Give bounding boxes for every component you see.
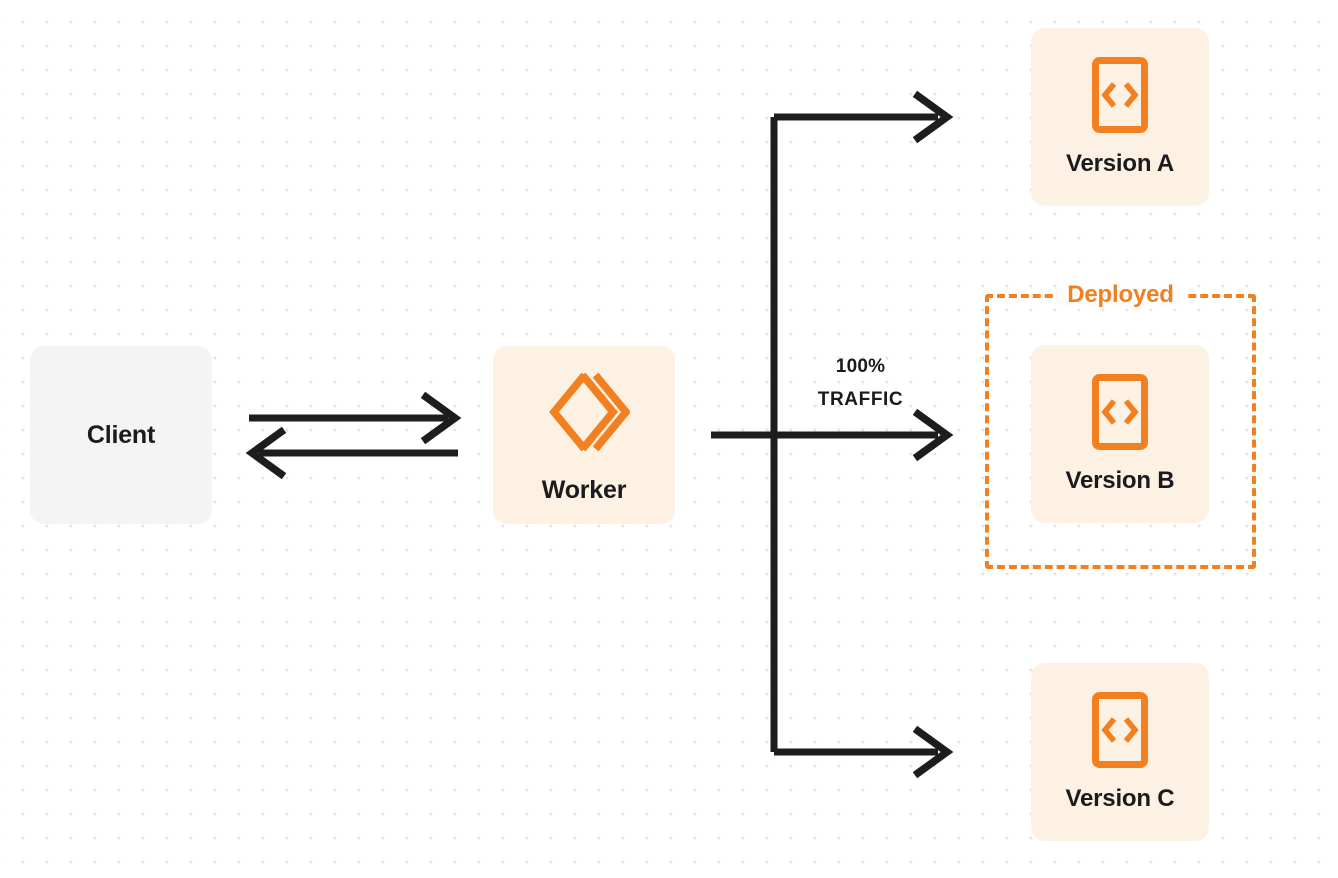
- edge-client-to-worker: [249, 391, 462, 445]
- traffic-percent: 100%: [835, 356, 886, 377]
- node-version-b[interactable]: Version B: [1031, 345, 1209, 523]
- code-document-icon: [1091, 56, 1149, 134]
- node-version-c[interactable]: Version C: [1031, 663, 1209, 841]
- edge-worker-to-client: [245, 426, 458, 480]
- node-client-label: Client: [86, 420, 156, 449]
- traffic-caption: TRAFFIC: [817, 389, 904, 410]
- node-version-b-label: Version B: [1065, 467, 1175, 494]
- node-version-c-label: Version C: [1065, 785, 1175, 812]
- node-worker-label: Worker: [541, 475, 627, 504]
- cloudflare-workers-logo-icon: [538, 366, 631, 458]
- edge-worker-to-version-b: [912, 408, 954, 462]
- code-document-icon: [1091, 373, 1149, 451]
- edge-worker-trunk: [711, 117, 938, 752]
- node-worker[interactable]: Worker: [493, 346, 675, 524]
- code-document-icon: [1091, 691, 1149, 769]
- group-deployed-label: Deployed: [1056, 281, 1185, 309]
- group-deployed: Deployed: [985, 281, 1256, 569]
- node-client[interactable]: Client: [30, 346, 212, 524]
- node-version-a-label: Version A: [1065, 150, 1175, 177]
- edge-worker-to-version-c: [774, 725, 954, 779]
- edge-label-traffic: 100% TRAFFIC: [788, 350, 933, 416]
- node-version-a[interactable]: Version A: [1031, 28, 1209, 206]
- edge-worker-to-version-a: [774, 90, 954, 144]
